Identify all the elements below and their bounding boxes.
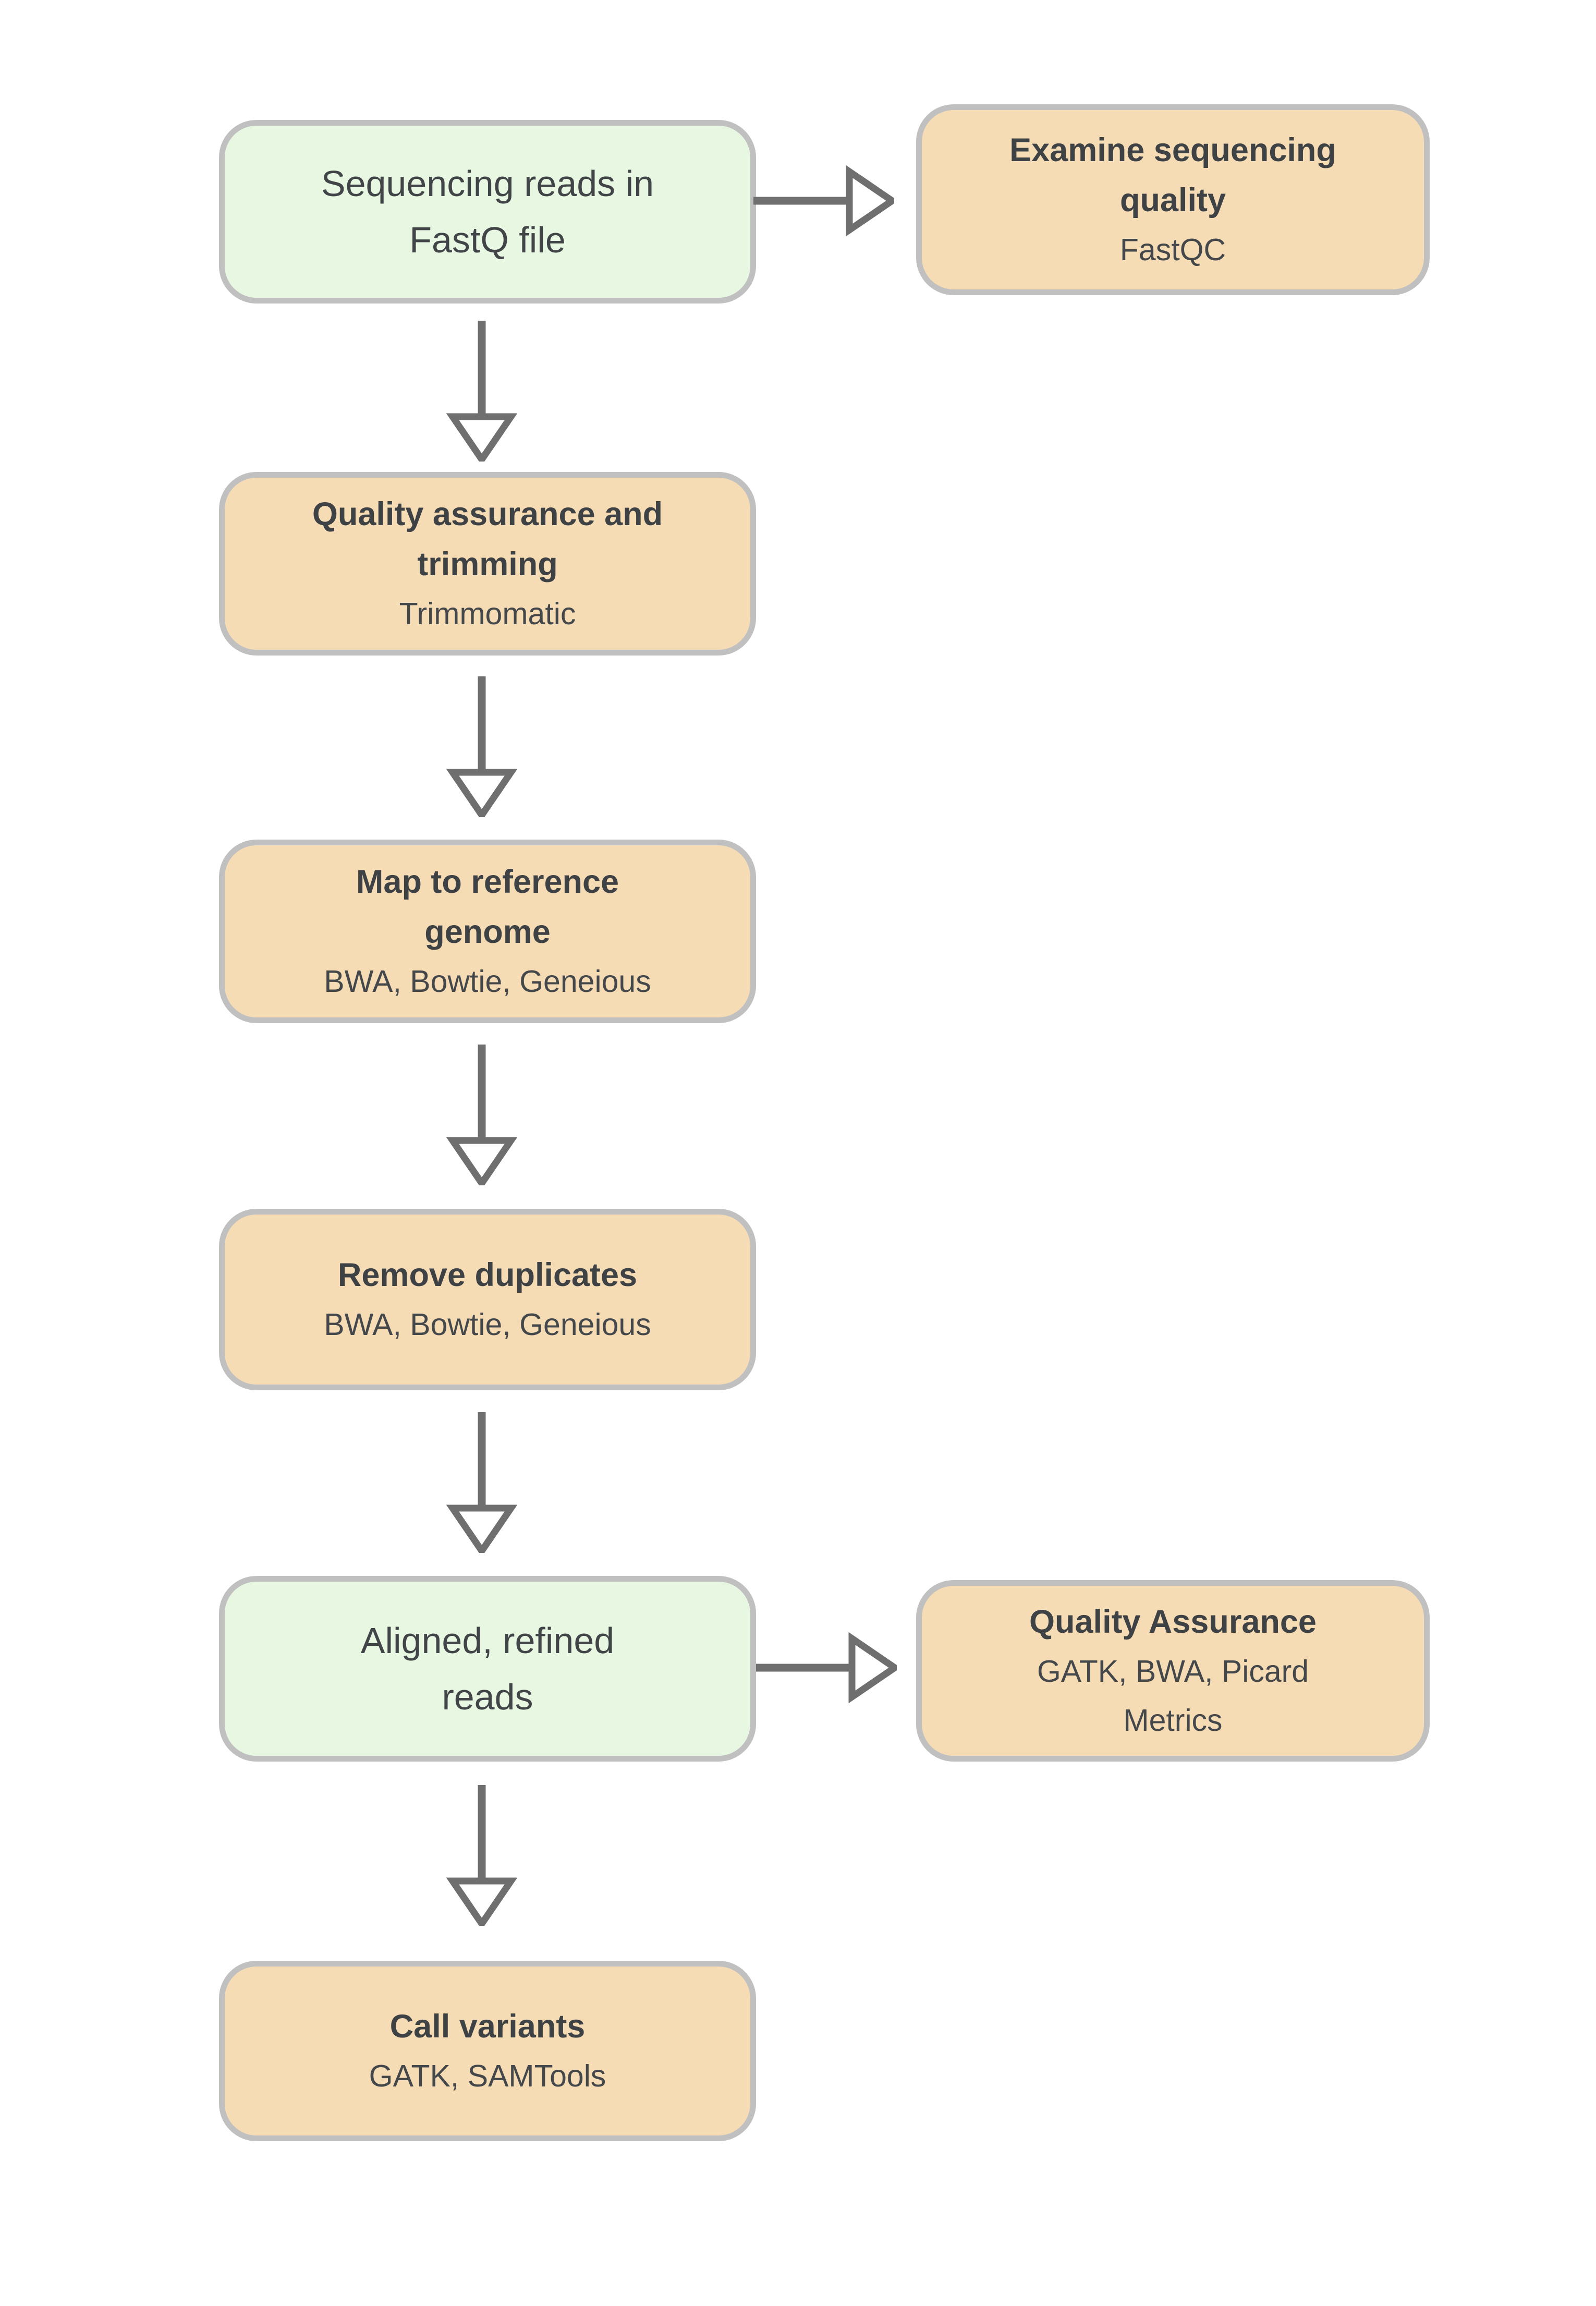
node-remove-duplicates: Remove duplicates BWA, Bowtie, Geneious bbox=[219, 1209, 756, 1390]
node-quality-assurance-title1: Quality Assurance bbox=[1029, 1604, 1317, 1640]
arrow-down-icon bbox=[446, 1412, 518, 1553]
node-aligned-refined-reads: Aligned, refined reads bbox=[219, 1576, 756, 1762]
node-map-reference-title1: Map to reference bbox=[356, 864, 619, 900]
node-quality-assurance: Quality Assurance GATK, BWA, Picard Metr… bbox=[916, 1580, 1430, 1762]
arrow-down-icon bbox=[446, 676, 518, 817]
node-examine-quality-tool: FastQC bbox=[1119, 233, 1226, 267]
node-map-to-reference-genome: Map to reference genome BWA, Bowtie, Gen… bbox=[219, 840, 756, 1023]
node-sequencing-reads: Sequencing reads in FastQ file bbox=[219, 120, 756, 304]
node-remove-duplicates-tool: BWA, Bowtie, Geneious bbox=[324, 1307, 651, 1342]
node-call-variants: Call variants GATK, SAMTools bbox=[219, 1961, 756, 2141]
node-qa-trimming-title2: trimming bbox=[417, 546, 558, 582]
node-examine-quality-title1: Examine sequencing bbox=[1009, 132, 1336, 168]
node-sequencing-reads-line1: Sequencing reads in bbox=[321, 163, 654, 204]
node-map-reference-tool: BWA, Bowtie, Geneious bbox=[324, 964, 651, 999]
arrow-down-icon bbox=[446, 1785, 518, 1926]
arrow-right-icon bbox=[756, 1632, 897, 1704]
arrow-down-icon bbox=[446, 321, 518, 462]
node-examine-sequencing-quality: Examine sequencing quality FastQC bbox=[916, 104, 1430, 295]
node-map-reference-title2: genome bbox=[424, 914, 551, 950]
node-sequencing-reads-line2: FastQ file bbox=[409, 220, 566, 260]
arrow-down-icon bbox=[446, 1045, 518, 1185]
node-quality-assurance-tool1: GATK, BWA, Picard bbox=[1037, 1654, 1309, 1689]
node-call-variants-title1: Call variants bbox=[389, 2008, 586, 2045]
node-qa-trimming-tool: Trimmomatic bbox=[399, 597, 576, 631]
node-remove-duplicates-title1: Remove duplicates bbox=[337, 1257, 638, 1293]
node-aligned-reads-line1: Aligned, refined bbox=[360, 1620, 615, 1661]
node-quality-assurance-tool2: Metrics bbox=[1123, 1703, 1223, 1738]
node-qa-trimming-title1: Quality assurance and bbox=[312, 496, 663, 532]
node-quality-assurance-trimming: Quality assurance and trimming Trimmomat… bbox=[219, 472, 756, 656]
node-aligned-reads-line2: reads bbox=[442, 1677, 533, 1717]
node-call-variants-tool: GATK, SAMTools bbox=[369, 2059, 606, 2093]
node-examine-quality-title2: quality bbox=[1119, 182, 1226, 219]
arrow-right-icon bbox=[753, 165, 894, 237]
